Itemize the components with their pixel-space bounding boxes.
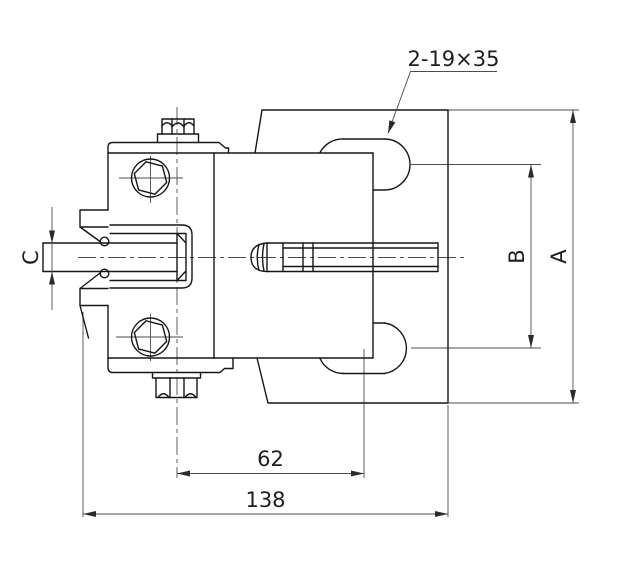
dim-a-label: A — [547, 249, 571, 264]
dim-138-label: 138 — [245, 488, 285, 512]
horizontal-bolt — [250, 242, 439, 273]
square-end-chamfer-top — [176, 232, 187, 244]
nut-washer — [151, 371, 202, 379]
top-hex-bolt — [156, 118, 200, 144]
bottom-flange — [107, 357, 234, 374]
arrow-138-right — [435, 511, 448, 517]
dim-c-label: C — [19, 250, 43, 265]
dimension-arrows — [49, 110, 576, 517]
arrow-62-right — [351, 470, 364, 477]
dimension-lines — [51, 71, 574, 515]
upper-pivot-pin — [99, 236, 110, 247]
extension-lines — [82, 109, 579, 517]
arrow-b-top — [528, 164, 534, 178]
clamp-channel — [109, 224, 193, 289]
rod-shaft — [42, 242, 178, 273]
dim-b-label: B — [505, 249, 529, 263]
bolt-chamfer-2 — [171, 122, 185, 128]
arrow-c-bottom — [49, 271, 55, 285]
arrow-62-left — [177, 470, 190, 477]
arrow-slot-callout — [388, 120, 396, 134]
bolt-chamfer-3 — [183, 122, 195, 127]
arrow-b-bottom — [528, 335, 534, 348]
slot-callout-leader — [387, 71, 497, 134]
dome-hatch-1 — [256, 243, 260, 272]
lower-jaw-slant — [79, 272, 101, 290]
side-lugs — [79, 209, 110, 339]
upper-slot-left-arc — [319, 138, 345, 154]
upper-jaw-slant — [79, 226, 101, 243]
slot-callout-label: 2-19×35 — [408, 47, 500, 71]
upper-lug — [79, 209, 109, 228]
bottom-hex-nut — [151, 371, 202, 399]
hex-socket-holes — [130, 158, 171, 357]
nut-chamfer-2 — [184, 393, 197, 399]
upper-slot-right-arc — [383, 138, 411, 191]
bolt-chamfer-1 — [161, 122, 173, 127]
upper-hole-circle — [130, 158, 171, 198]
dim-62-label: 62 — [257, 447, 284, 471]
lower-pivot-pin — [99, 268, 110, 279]
back-plate — [254, 109, 449, 404]
mounting-slots — [319, 138, 411, 375]
lower-hole-hexagon — [133, 320, 168, 354]
arrow-a-top — [570, 110, 576, 123]
top-flange — [107, 141, 230, 154]
arrow-c-top — [49, 230, 55, 244]
dome-hatch-2 — [261, 242, 265, 272]
bolt-washer — [156, 133, 200, 144]
lower-slot-left-arc — [319, 357, 345, 375]
nut-body — [155, 377, 198, 399]
square-end-chamfer-bottom — [176, 270, 187, 282]
nut-chamfer-1 — [157, 393, 170, 399]
bolt-head — [161, 118, 195, 135]
lower-slot-right-arc — [383, 322, 408, 375]
dimension-labels: 2-19×35 62 138 A B C — [19, 47, 571, 512]
back-plate-outline — [254, 109, 449, 404]
upper-hole-hexagon — [133, 161, 168, 195]
channel-outer — [109, 224, 193, 289]
shaft-square-end — [176, 232, 187, 282]
lower-lug — [79, 287, 109, 307]
front-plate-and-clamp-body — [107, 141, 374, 374]
lower-lug-slant — [79, 304, 90, 339]
arrow-a-bottom — [570, 390, 576, 403]
lower-hole-circle — [130, 317, 171, 357]
arrow-138-left — [83, 511, 96, 517]
